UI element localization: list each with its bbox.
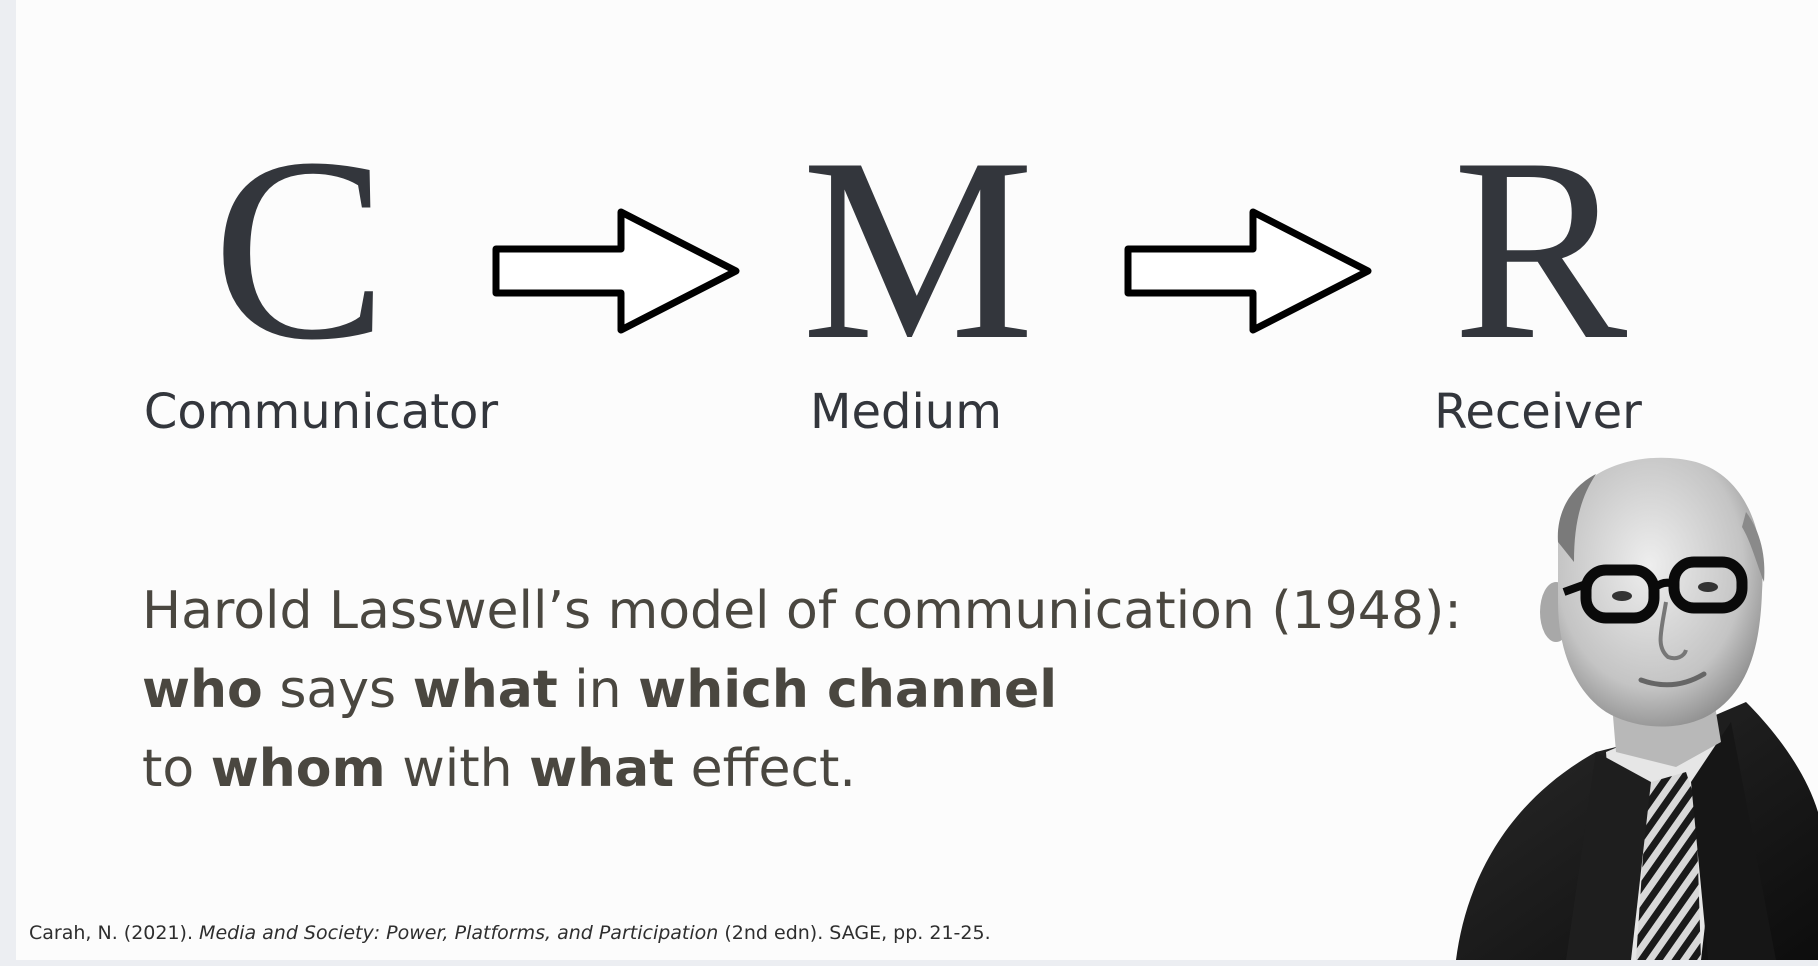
right-arrow-icon — [1124, 208, 1372, 334]
citation: Carah, N. (2021). Media and Society: Pow… — [29, 922, 991, 944]
citation-suffix: (2nd edn). SAGE, pp. 21-25. — [718, 922, 991, 944]
quote-line-2: who says what in which channel — [142, 651, 1462, 730]
quote-word-with: with — [385, 739, 530, 799]
letter-communicator: C — [212, 104, 388, 394]
slide: C M R Communicator Medium Receiver Harol… — [16, 0, 1818, 960]
quote-line-1: Harold Lasswell’s model of communication… — [142, 581, 1462, 641]
citation-prefix: Carah, N. (2021). — [29, 922, 200, 944]
lasswell-quote: Harold Lasswell’s model of communication… — [142, 572, 1462, 809]
quote-line-3: to whom with what effect. — [142, 730, 1462, 809]
label-communicator: Communicator — [143, 384, 499, 440]
label-medium: Medium — [810, 384, 1002, 440]
quote-word-says: says — [262, 660, 413, 720]
quote-word-what: what — [412, 660, 558, 720]
harold-lasswell-portrait — [1456, 457, 1818, 960]
quote-word-in: in — [557, 660, 639, 720]
citation-title: Media and Society: Power, Platforms, and… — [199, 922, 719, 944]
quote-word-effect: effect. — [674, 739, 856, 799]
quote-word-to: to — [142, 739, 211, 799]
letter-receiver: R — [1452, 104, 1628, 394]
letter-medium: M — [801, 104, 1035, 394]
quote-word-what-2: what — [529, 739, 675, 799]
label-receiver: Receiver — [1434, 384, 1642, 440]
right-arrow-icon — [492, 208, 740, 334]
quote-word-whom: whom — [210, 739, 386, 799]
quote-word-which-channel: which channel — [638, 660, 1058, 720]
quote-word-who: who — [142, 660, 263, 720]
